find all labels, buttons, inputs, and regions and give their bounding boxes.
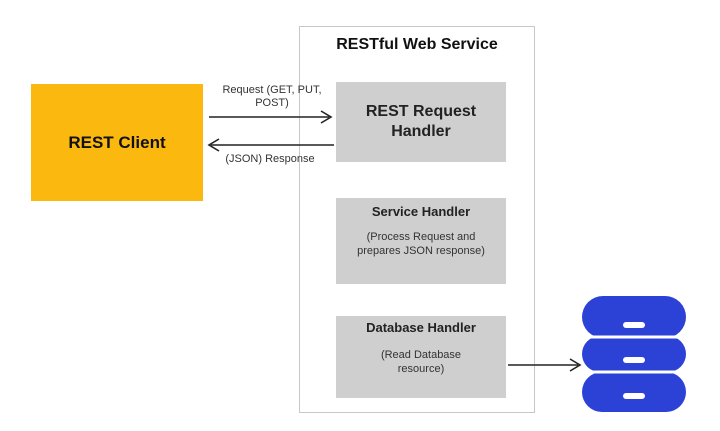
database-handler-box: Database Handler (Read Database resource… — [336, 316, 506, 398]
service-handler-box: Service Handler (Process Request and pre… — [336, 198, 506, 284]
database-arrow — [508, 358, 582, 372]
service-handler-title: Service Handler — [371, 204, 471, 219]
rest-client-box: REST Client — [31, 84, 203, 201]
response-arrow — [207, 138, 334, 152]
database-handler-title: Database Handler — [366, 320, 476, 335]
request-arrow-label: Request (GET, PUT, POST) — [222, 84, 322, 109]
service-handler-description: (Process Request and prepares JSON respo… — [357, 231, 485, 257]
request-arrow — [209, 110, 333, 124]
rest-request-handler-box: REST Request Handler — [336, 82, 506, 162]
rest-client-label: REST Client — [68, 132, 166, 152]
rest-request-handler-title: REST Request Handler — [365, 103, 477, 140]
database-icon — [582, 296, 686, 412]
restful-web-service-title: RESTful Web Service — [336, 36, 498, 53]
response-arrow-label: (JSON) Response — [225, 153, 315, 165]
database-handler-description: (Read Database resource) — [380, 349, 462, 375]
